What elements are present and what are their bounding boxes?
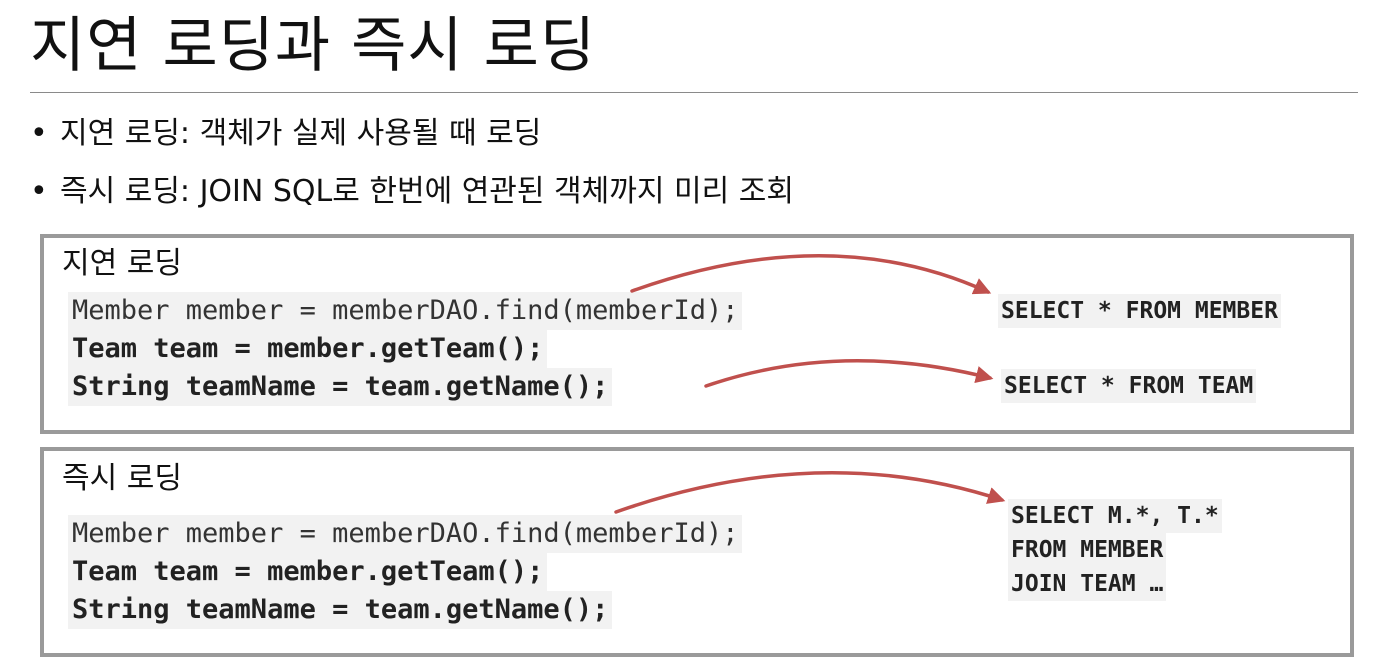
bullet-lazy-loading: • 지연 로딩: 객체가 실제 사용될 때 로딩 — [30, 114, 541, 154]
lazy-loading-panel: 지연 로딩 Member member = memberDAO.find(mem… — [40, 234, 1354, 434]
code-line-get-team: Team team = member.getTeam(); — [68, 330, 548, 368]
code-line-get-name: String teamName = team.getName(); — [68, 591, 613, 629]
bullet-text: 지연 로딩: 객체가 실제 사용될 때 로딩 — [60, 116, 542, 151]
sql-select-member: SELECT * FROM MEMBER — [998, 294, 1281, 328]
lazy-loading-heading: 지연 로딩 — [62, 246, 182, 281]
code-line-member-find: Member member = memberDAO.find(memberId)… — [68, 292, 743, 330]
sql-join-line-1: SELECT M.*, T.* — [1008, 499, 1222, 533]
bullet-dot: • — [30, 116, 48, 151]
bullet-text: 즉시 로딩: JOIN SQL로 한번에 연관된 객체까지 미리 조회 — [60, 174, 794, 209]
slide-title: 지연 로딩과 즉시 로딩 — [30, 11, 597, 81]
sql-select-team: SELECT * FROM TEAM — [1001, 369, 1257, 403]
code-line-get-team: Team team = member.getTeam(); — [68, 553, 548, 591]
sql-join-line-2: FROM MEMBER — [1008, 533, 1167, 567]
bullet-eager-loading: • 즉시 로딩: JOIN SQL로 한번에 연관된 객체까지 미리 조회 — [30, 172, 794, 212]
bullet-dot: • — [30, 174, 48, 209]
eager-loading-heading: 즉시 로딩 — [62, 461, 182, 496]
code-line-member-find: Member member = memberDAO.find(memberId)… — [68, 515, 743, 553]
title-divider — [30, 92, 1358, 93]
code-line-get-name: String teamName = team.getName(); — [68, 368, 613, 406]
sql-join-line-3: JOIN TEAM … — [1008, 567, 1167, 601]
